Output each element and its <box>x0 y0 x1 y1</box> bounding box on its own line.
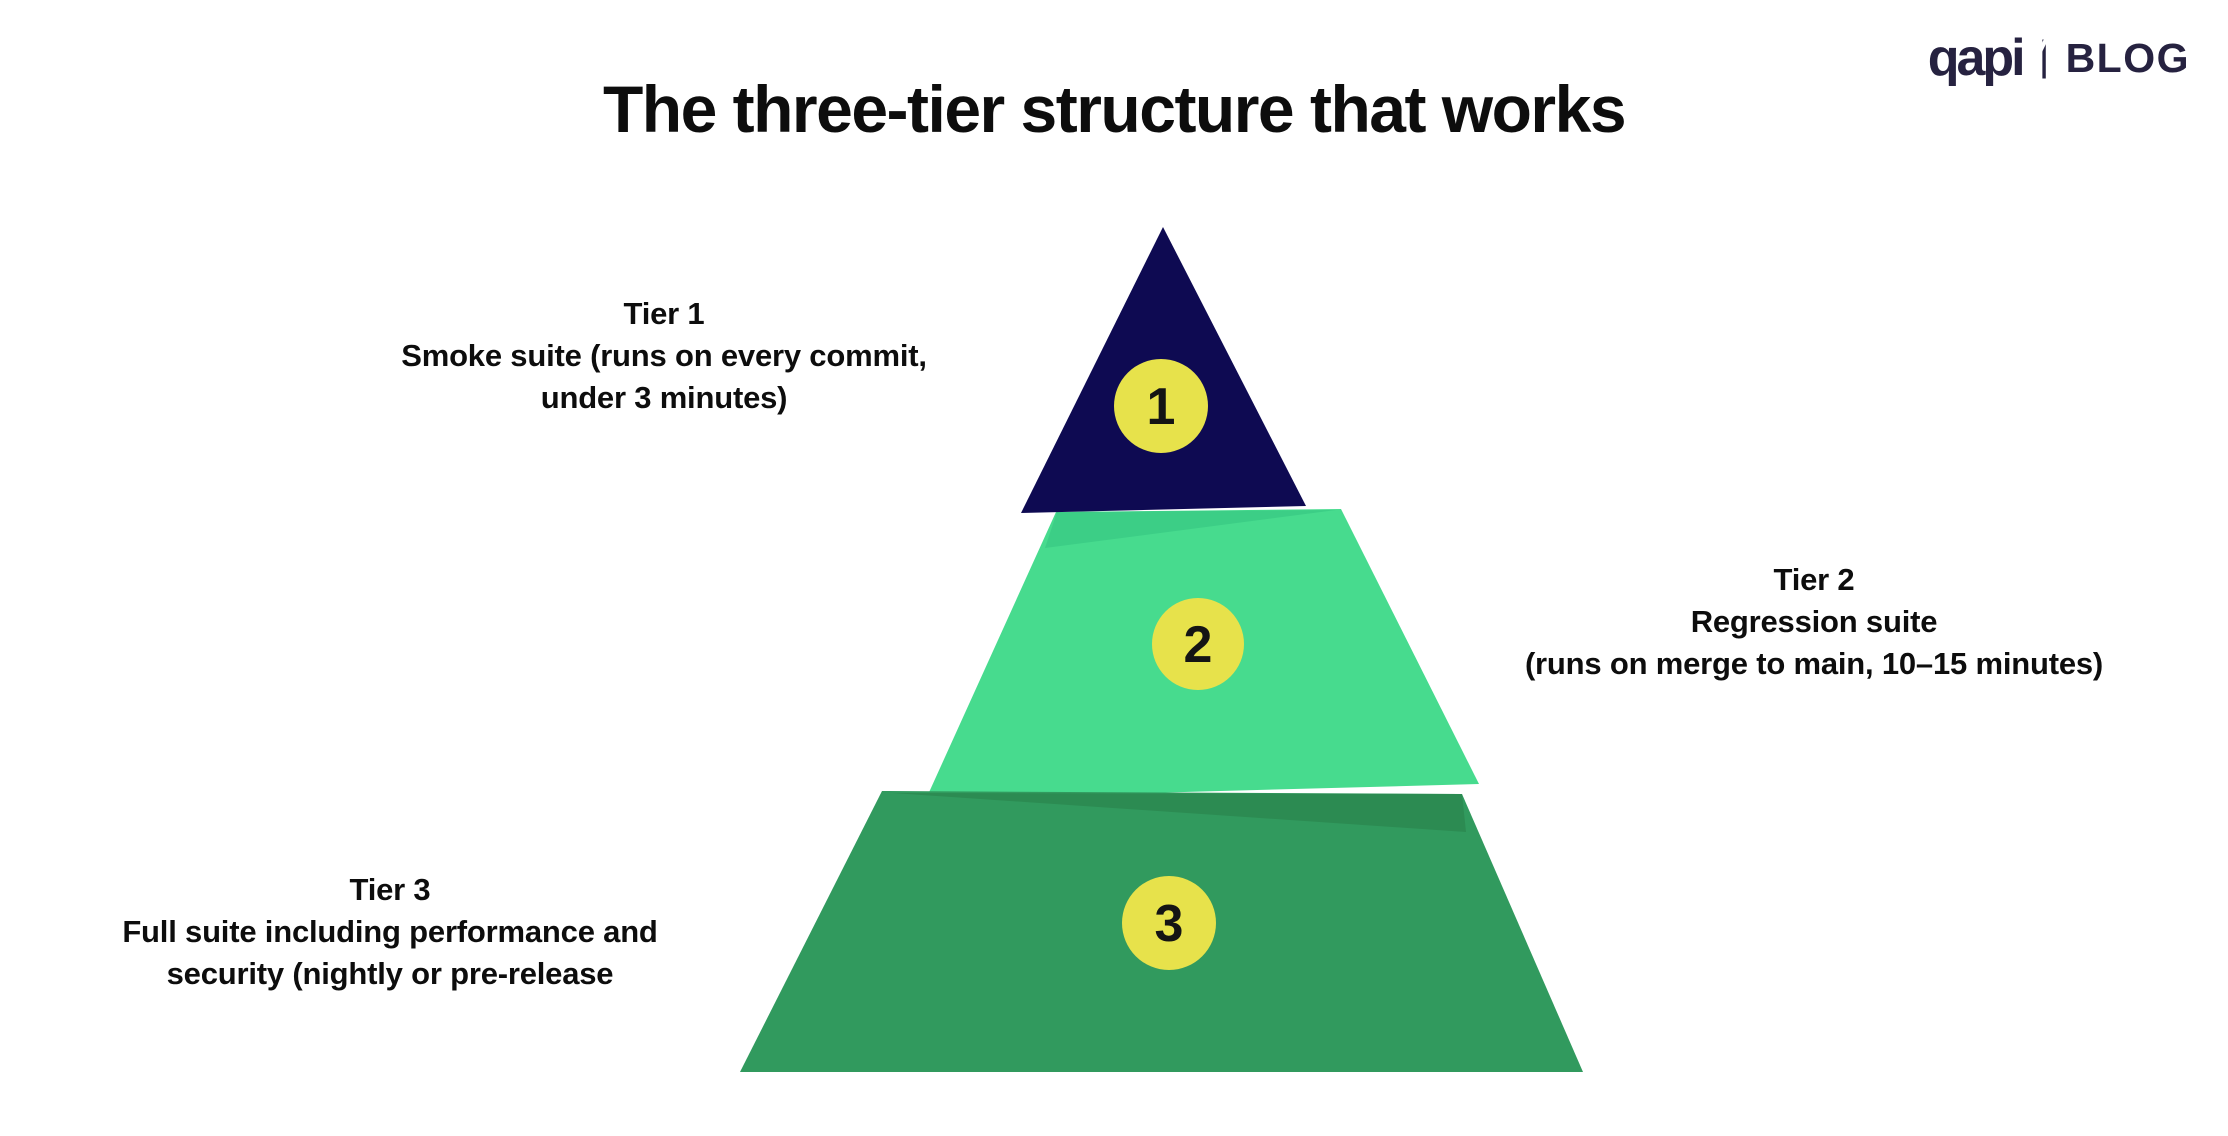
tier2-label-line2: Regression suite <box>1690 604 1938 639</box>
tier2-badge <box>1152 598 1244 690</box>
tier3-badge-number: 3 <box>1155 895 1184 953</box>
blog-label: BLOG <box>2065 34 2190 81</box>
tier1-badge-number: 1 <box>1147 378 1176 436</box>
tier2-fold-shade <box>1045 510 1336 548</box>
tier2-label: Tier 2 Regression suite (runs on merge t… <box>1434 559 2194 685</box>
brand-logo: qapi | BLOG <box>1927 22 2190 93</box>
tier2-label-line1: Tier 2 <box>1773 562 1855 597</box>
logo-divider: | <box>2038 32 2050 79</box>
brand-wordmark: qapi <box>1927 29 2026 87</box>
tier1-label-line1: Tier 1 <box>623 296 705 331</box>
tier1-label: Tier 1 Smoke suite (runs on every commit… <box>314 293 1014 419</box>
tier2-badge-number: 2 <box>1184 616 1213 674</box>
tier1-label-line2: Smoke suite (runs on every commit, <box>401 338 927 373</box>
tier2-label-line3: (runs on merge to main, 10–15 minutes) <box>1524 646 2104 681</box>
tier1-label-line3: under 3 minutes) <box>540 380 788 415</box>
tier3-fold-shade <box>893 793 1466 832</box>
tier3-badge <box>1122 876 1216 970</box>
tier3-label: Tier 3 Full suite including performance … <box>50 869 730 995</box>
tier3-label-line2: Full suite including performance and <box>122 914 658 949</box>
tier3-label-line1: Tier 3 <box>349 872 431 907</box>
tier3-label-line3: security (nightly or pre-release <box>166 956 614 991</box>
page-title: The three-tier structure that works <box>602 72 1627 146</box>
tier1-badge <box>1114 359 1208 453</box>
